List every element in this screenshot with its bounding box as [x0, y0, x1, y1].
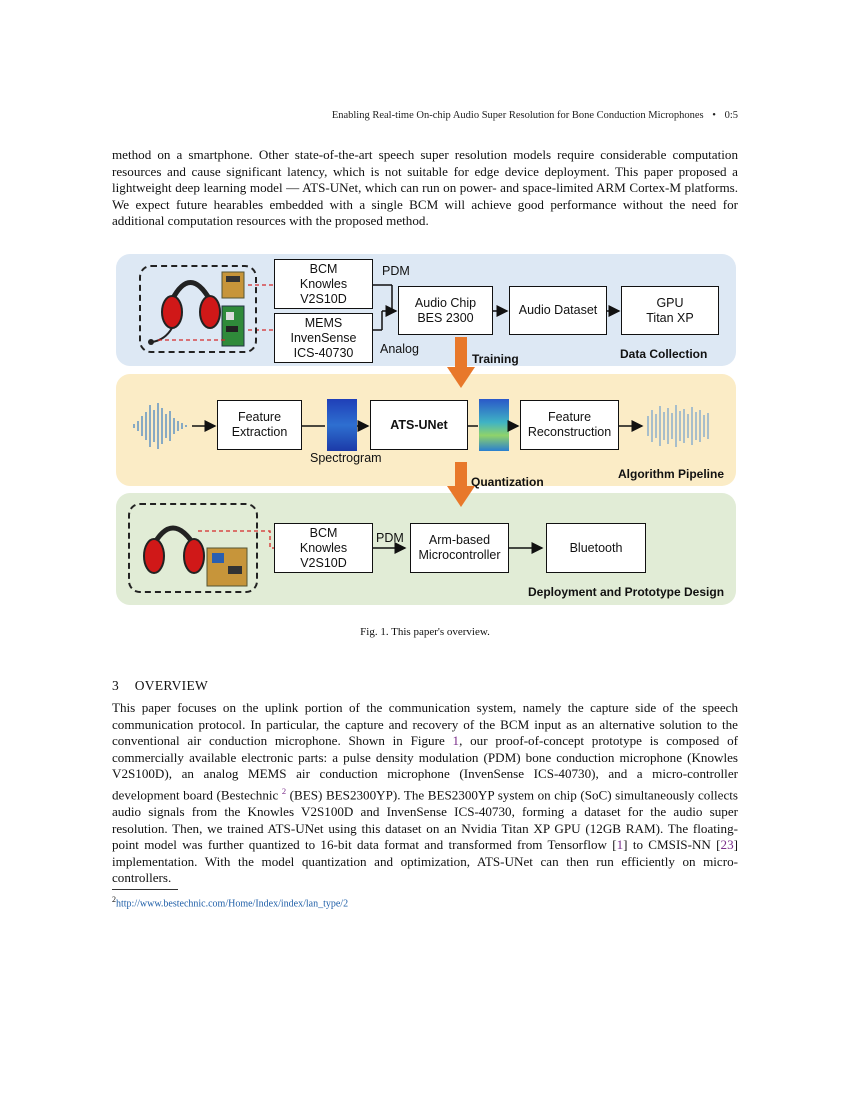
section-heading: 3 OVERVIEW [112, 678, 208, 694]
intro-paragraph: method on a smartphone. Other state-of-t… [112, 147, 738, 229]
deploy-pdm-label: PDM [376, 531, 404, 545]
section-number: 3 [112, 678, 120, 693]
output-waveform [647, 405, 709, 447]
audio-dataset-box: Audio Dataset [509, 286, 607, 335]
training-label: Training [472, 352, 519, 366]
spectrogram-high [479, 399, 509, 451]
data-collection-panel [116, 254, 736, 366]
input-waveform [133, 403, 187, 449]
footnote-marker: 2 [112, 895, 116, 904]
gpu-box: GPU Titan XP [621, 286, 719, 335]
training-arrow [447, 337, 475, 388]
page-number: 0:5 [724, 110, 738, 121]
figure-caption: Fig. 1. This paper's overview. [360, 626, 490, 638]
overview-text-2: , our proof-of-concept prototype is comp… [112, 733, 738, 803]
feature-extraction-box: Feature Extraction [217, 400, 302, 450]
footnote-rule [112, 889, 178, 890]
bluetooth-box: Bluetooth [546, 523, 646, 573]
algorithm-pipeline-panel [116, 374, 736, 486]
footnote-url-link[interactable]: http://www.bestechnic.com/Home/Index/ind… [116, 898, 349, 910]
prototype-board-icon [206, 547, 248, 587]
ats-unet-box: ATS-UNet [370, 400, 468, 450]
pdm-label: PDM [382, 264, 410, 278]
footnote-reference-link[interactable]: 2 [281, 785, 287, 796]
overview-text-5: ] implementation. With the model quantiz… [112, 837, 738, 886]
quantization-label: Quantization [471, 475, 544, 489]
circuit-board-icon [221, 271, 245, 347]
overview-text-1: This paper focuses on the uplink portion… [112, 700, 738, 749]
prototype-headset-illustration [143, 525, 205, 574]
mems-box: MEMS InvenSense ICS-40730 [274, 313, 373, 363]
overview-text-3: (BES) BES2300YP). The BES2300YP system o… [112, 787, 738, 853]
running-title: Enabling Real-time On-chip Audio Super R… [331, 110, 704, 121]
deployment-title: Deployment and Prototype Design [528, 585, 725, 599]
analog-label: Analog [380, 342, 419, 356]
deploy-bcm-box: BCM Knowles V2S10D [274, 523, 373, 573]
running-header: Enabling Real-time On-chip Audio Super R… [112, 110, 738, 121]
bcm-box: BCM Knowles V2S10D [274, 259, 373, 309]
figure-reference-link[interactable]: 1 [452, 733, 460, 749]
data-collection-title: Data Collection [620, 347, 708, 361]
header-bullet: • [712, 110, 716, 121]
section-title: OVERVIEW [134, 678, 209, 693]
deploy-hardware-dashed-box [128, 503, 258, 593]
headset-illustration [148, 280, 221, 345]
feature-reconstruction-box: Feature Reconstruction [520, 400, 619, 450]
citation-link-tensorflow[interactable]: 1 [616, 837, 624, 853]
data-hardware-dashed-box [139, 265, 257, 353]
quantization-arrow [447, 462, 475, 507]
deployment-panel [116, 493, 736, 605]
citation-link-cmsis[interactable]: 23 [720, 837, 734, 853]
spectrogram-label: Spectrogram [310, 451, 382, 465]
microcontroller-box: Arm-based Microcontroller [410, 523, 509, 573]
overview-text-4: ] to CMSIS-NN [ [623, 837, 721, 853]
algorithm-pipeline-title: Algorithm Pipeline [618, 467, 725, 481]
audio-chip-box: Audio Chip BES 2300 [398, 286, 493, 335]
footnote: 2http://www.bestechnic.com/Home/Index/in… [112, 895, 348, 909]
spectrogram-low [327, 399, 357, 451]
overview-paragraph: This paper focuses on the uplink portion… [112, 700, 738, 887]
